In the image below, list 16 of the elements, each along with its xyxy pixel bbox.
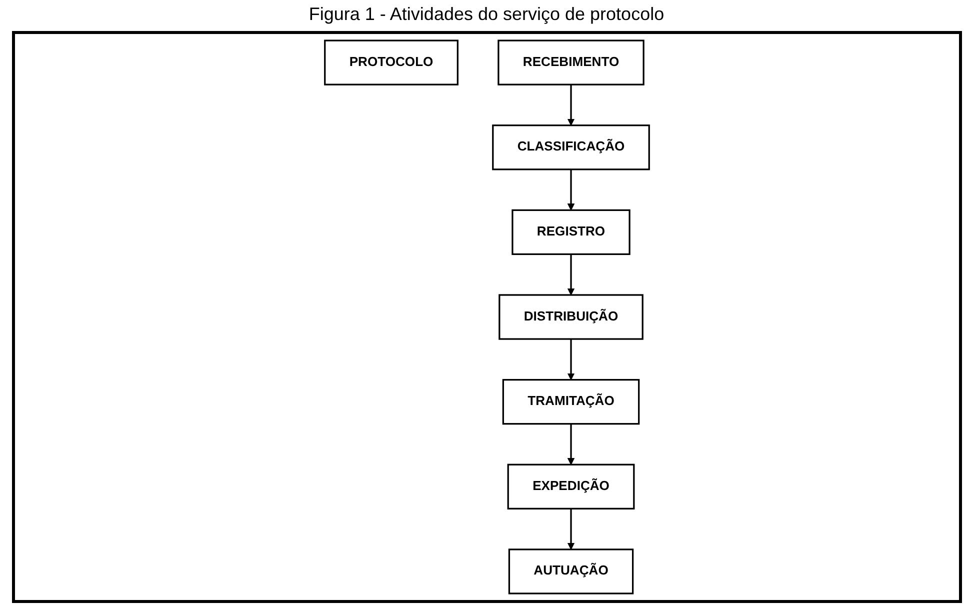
figure-title: Figura 1 - Atividades do serviço de protocolo <box>308 4 664 25</box>
node-box <box>498 294 643 340</box>
arrow <box>566 254 574 296</box>
arrow <box>566 339 574 380</box>
node-box <box>508 548 634 594</box>
node-box <box>324 40 458 86</box>
node-box <box>502 378 640 425</box>
node-box <box>492 124 650 170</box>
arrow <box>566 424 574 465</box>
arrow <box>566 169 574 210</box>
node-box <box>506 464 634 510</box>
arrow <box>566 84 574 126</box>
diagram-frame: PROTOCOLO RECEBIMENTO CLASSIFICAÇÃO REGISTRO DISTRIBUIÇÃO TRAMITAÇÃO EXPEDIÇÃO AUTUAÇÃO <box>12 31 962 603</box>
node-box <box>511 209 630 256</box>
arrow <box>566 508 574 550</box>
node-box <box>497 40 644 86</box>
